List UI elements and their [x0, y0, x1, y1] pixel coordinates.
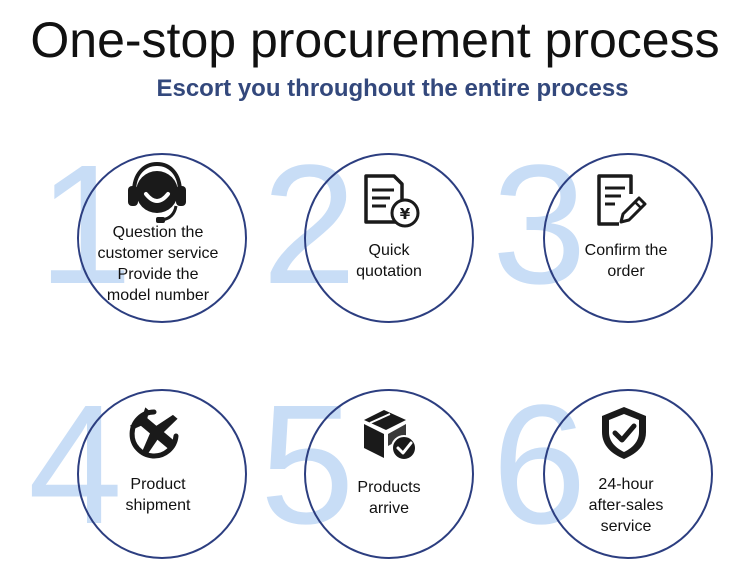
step-label: 24-hour after-sales service	[588, 476, 664, 535]
page-subtitle: Escort you throughout the entire process	[156, 75, 629, 102]
step-label: Quick quotation	[356, 242, 422, 280]
page-title: One-stop procurement process	[30, 12, 720, 68]
step-circle	[543, 153, 713, 323]
edit-document-icon	[593, 172, 647, 235]
customer-service-headset-icon	[124, 160, 190, 229]
shield-check-icon	[598, 404, 650, 467]
step-circle	[543, 389, 713, 559]
step-label: Confirm the order	[584, 242, 668, 280]
svg-text:¥: ¥	[400, 205, 411, 223]
step-circle	[304, 389, 474, 559]
step-circle	[304, 153, 474, 323]
package-check-icon	[360, 406, 420, 469]
step-circle	[77, 389, 247, 559]
step-label: Products arrive	[357, 479, 421, 517]
quotation-document-yen-icon: ¥	[360, 172, 422, 235]
step-label: Product shipment	[125, 476, 191, 514]
airplane-shipment-icon	[124, 404, 186, 467]
step-circle	[77, 153, 247, 323]
step-label: Question the customer service Provide th…	[97, 224, 219, 304]
